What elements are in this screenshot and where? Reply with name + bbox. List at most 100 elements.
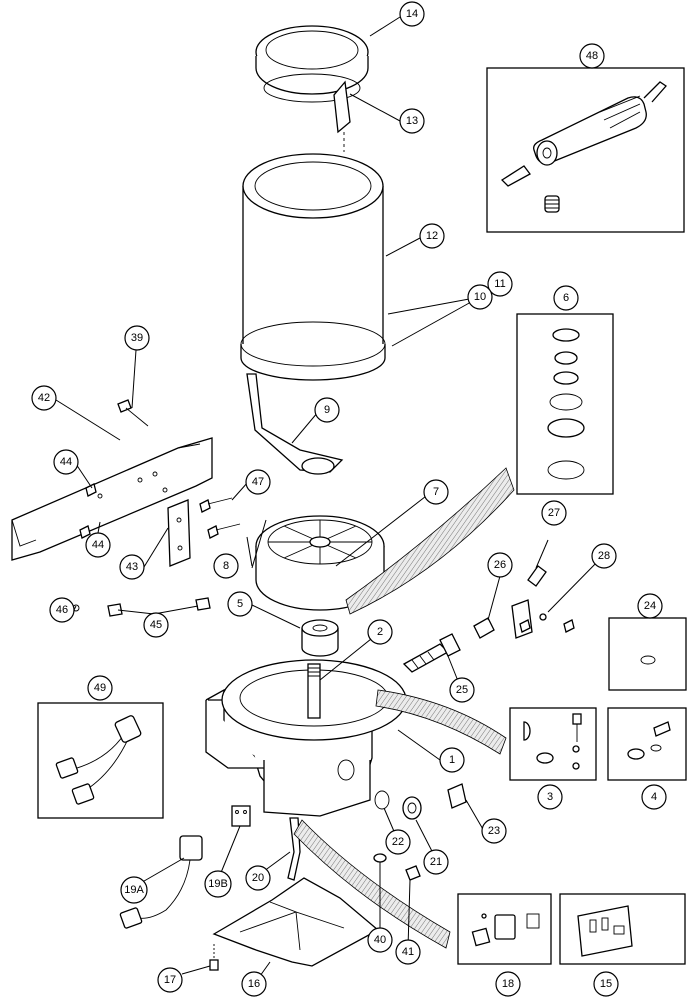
callout-16: 16 [241, 971, 267, 997]
callout-13: 13 [399, 108, 425, 134]
svg-text:39: 39 [131, 332, 143, 344]
svg-text:23: 23 [488, 825, 500, 837]
svg-text:6: 6 [563, 292, 569, 304]
svg-text:43: 43 [126, 561, 138, 573]
callout-19b: 19B [204, 870, 232, 898]
part-9-paddle [246, 373, 344, 475]
inset-box-15 [559, 893, 686, 965]
svg-text:21: 21 [430, 856, 442, 868]
inset-box-18 [457, 893, 552, 965]
part-7-8-stirrer [255, 515, 385, 611]
callout-11: 11 [487, 271, 513, 297]
part-14-lid [255, 25, 369, 95]
inset-box-3 [509, 707, 597, 781]
part-39-bolt [117, 399, 149, 427]
svg-text:25: 25 [456, 684, 468, 696]
inset-box-48 [486, 67, 685, 233]
svg-text:49: 49 [94, 682, 106, 694]
callout-9: 9 [314, 397, 340, 423]
svg-text:15: 15 [600, 978, 612, 990]
callout-12: 12 [419, 223, 445, 249]
callout-47: 47 [245, 469, 271, 495]
leader-lines [55, 16, 603, 984]
callout-23: 23 [481, 818, 507, 844]
svg-text:11: 11 [494, 278, 505, 290]
svg-text:40: 40 [374, 934, 386, 946]
svg-text:48: 48 [586, 50, 598, 62]
svg-text:13: 13 [406, 115, 418, 127]
part-17-screw [209, 944, 219, 971]
svg-text:45: 45 [150, 619, 162, 631]
svg-text:8: 8 [223, 560, 229, 572]
callout-5: 5 [227, 591, 253, 617]
svg-text:18: 18 [502, 978, 514, 990]
part-42-bracket [11, 437, 213, 561]
callout-6: 6 [553, 285, 579, 311]
callout-3: 3 [537, 784, 563, 810]
svg-text:44: 44 [60, 456, 72, 468]
hose-top [345, 467, 515, 615]
part-25-fitting [402, 633, 461, 673]
callout-44a: 44 [53, 449, 79, 475]
part-12-reservoir [242, 153, 384, 375]
svg-text:46: 46 [56, 604, 68, 616]
callout-4: 4 [641, 784, 667, 810]
svg-text:47: 47 [252, 476, 264, 488]
svg-text:4: 4 [651, 791, 657, 803]
part-10-11-seal [240, 321, 386, 381]
part-19a-sensor [119, 835, 203, 929]
inset-box-24 [608, 617, 687, 691]
svg-text:3: 3 [547, 791, 553, 803]
svg-text:20: 20 [252, 872, 264, 884]
callout-46: 46 [49, 597, 75, 623]
svg-text:42: 42 [38, 392, 50, 404]
callout-19a: 19A [120, 876, 148, 904]
part-2-shaft [307, 663, 321, 719]
callout-14: 14 [399, 1, 425, 27]
callout-21: 21 [423, 849, 449, 875]
callout-15: 15 [593, 971, 619, 997]
inset-box-49 [37, 702, 164, 819]
svg-text:5: 5 [237, 598, 243, 610]
callout-44b: 44 [85, 532, 111, 558]
part-1-pump-body [205, 659, 407, 817]
svg-text:7: 7 [433, 486, 439, 498]
callout-10: 10 [467, 284, 493, 310]
svg-text:44: 44 [92, 539, 104, 551]
svg-text:10: 10 [474, 291, 486, 303]
part-45-46-nuts [72, 597, 211, 617]
part-43-plate [167, 499, 191, 567]
callout-28: 28 [591, 543, 617, 569]
svg-text:16: 16 [248, 978, 260, 990]
part-19b-switch [231, 805, 251, 827]
inset-box-6 [516, 313, 614, 495]
callout-24: 24 [637, 593, 663, 619]
callout-18: 18 [495, 971, 521, 997]
callout-27: 27 [541, 500, 567, 526]
hose-middle [375, 689, 507, 755]
callout-42: 42 [31, 385, 57, 411]
callout-49: 49 [87, 675, 113, 701]
svg-text:22: 22 [392, 836, 404, 848]
svg-text:27: 27 [548, 507, 560, 519]
callout-1: 1 [439, 747, 465, 773]
svg-text:14: 14 [406, 8, 418, 20]
callout-17: 17 [157, 967, 183, 993]
callout-48: 48 [579, 43, 605, 69]
part-40-41-nuts [373, 853, 421, 881]
callout-26: 26 [487, 552, 513, 578]
part-26-27-28-tee [473, 565, 575, 639]
callout-25: 25 [449, 677, 475, 703]
callout-40: 40 [367, 927, 393, 953]
callout-39: 39 [124, 325, 150, 351]
callout-20: 20 [245, 865, 271, 891]
part-13-follower [263, 73, 361, 152]
callout-2: 2 [367, 619, 393, 645]
callout-8: 8 [213, 553, 239, 579]
inset-box-4 [607, 707, 687, 781]
svg-text:12: 12 [426, 230, 438, 242]
svg-text:24: 24 [644, 600, 656, 612]
part-16-base [212, 877, 380, 967]
svg-text:19A: 19A [124, 884, 144, 896]
